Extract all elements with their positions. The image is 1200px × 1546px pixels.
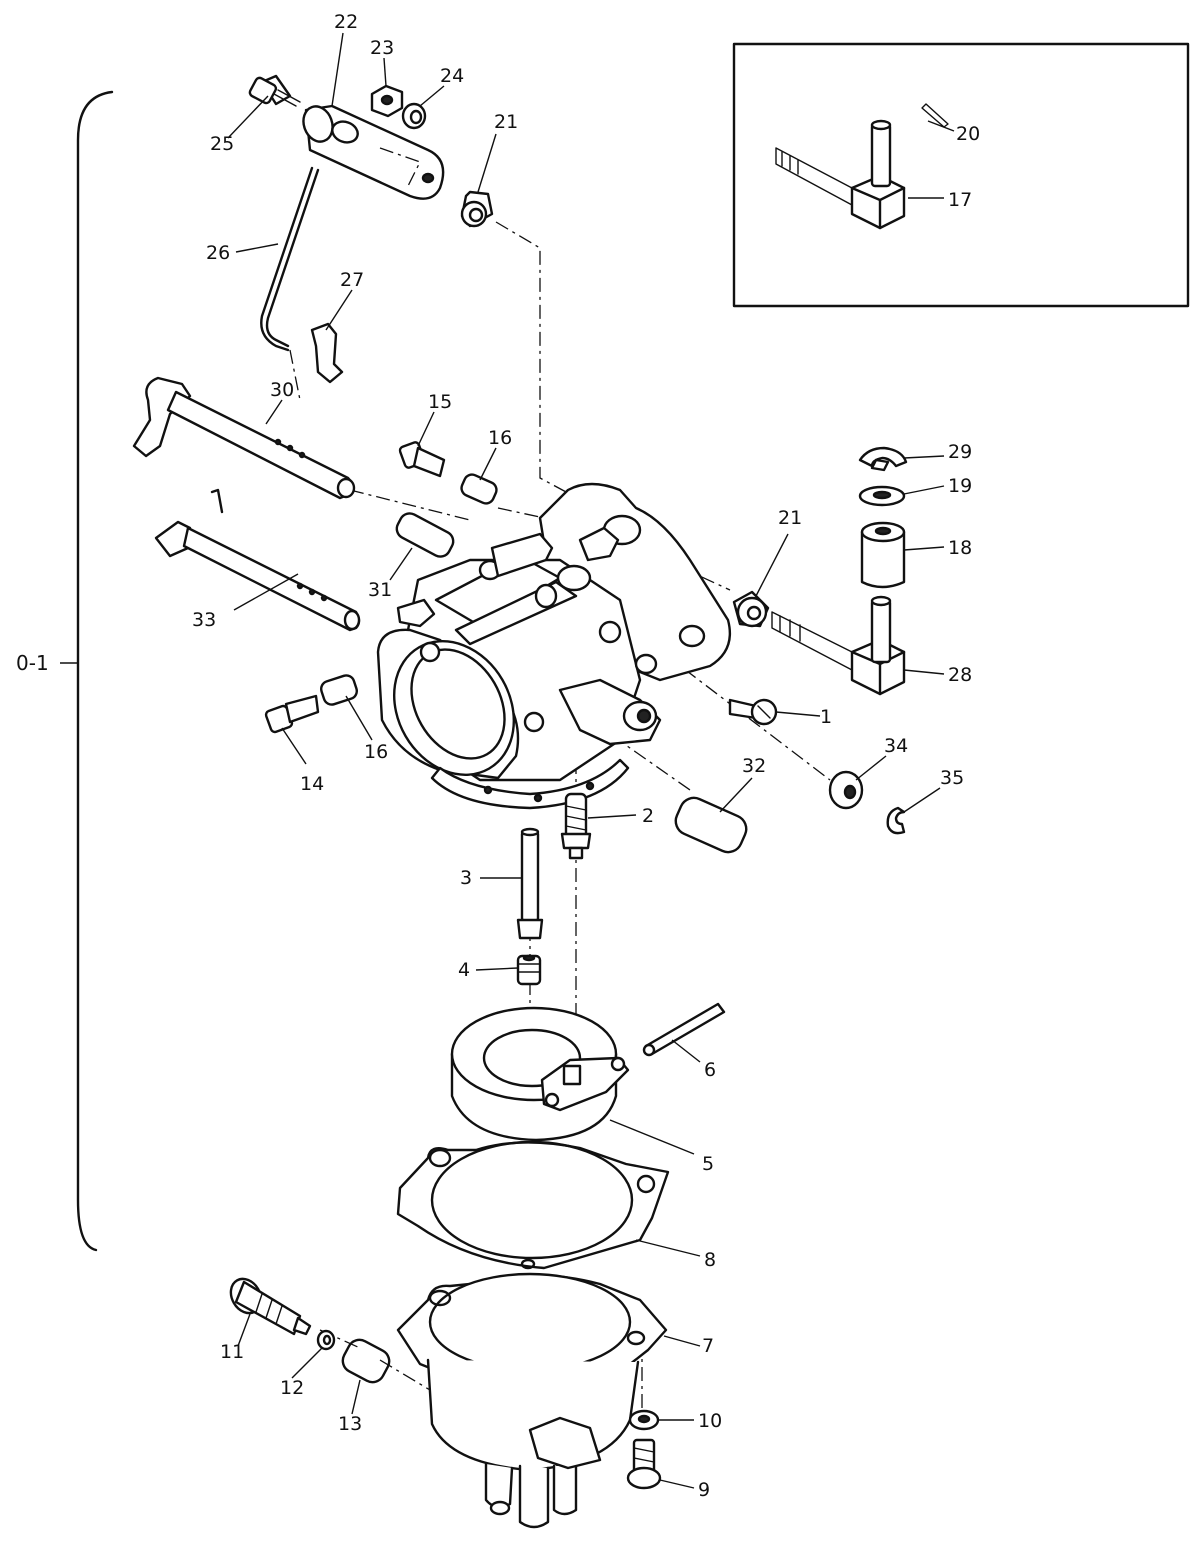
part-21-bushing-top <box>460 190 494 228</box>
part-29-e-clip <box>858 446 908 472</box>
part-9-screw <box>626 1438 662 1490</box>
part-22-lever-arm <box>302 104 445 200</box>
part-4-main-jet <box>516 954 542 986</box>
leader-lines <box>227 32 945 1489</box>
callout-9: 9 <box>698 1479 710 1501</box>
part-18-spacer <box>860 521 906 589</box>
callout-4: 4 <box>458 959 470 981</box>
callout-26: 26 <box>206 242 230 264</box>
assembly-bracket: 0-1 <box>16 90 114 1252</box>
callout-7: 7 <box>702 1335 714 1357</box>
carburetor-body <box>376 482 732 810</box>
part-23-nut <box>370 84 404 118</box>
callout-6: 6 <box>704 1059 716 1081</box>
part-24-washer <box>401 102 427 130</box>
callout-24: 24 <box>440 65 464 87</box>
callout-32: 32 <box>742 755 766 777</box>
callout-16-lower: 16 <box>364 741 388 763</box>
callout-2: 2 <box>642 805 654 827</box>
callout-8: 8 <box>704 1249 716 1271</box>
callout-27: 27 <box>340 269 364 291</box>
callout-18: 18 <box>948 537 972 559</box>
part-17-throttle-lever <box>775 119 906 230</box>
part-27-clip <box>310 322 344 384</box>
part-1-screw <box>728 698 778 726</box>
callout-14: 14 <box>300 773 324 795</box>
part-20-cotter-pin <box>921 103 949 128</box>
part-25-screw <box>248 74 301 107</box>
callout-33: 33 <box>192 609 216 631</box>
part-21-bushing-right <box>732 590 770 628</box>
callout-29: 29 <box>948 441 972 463</box>
callout-16-upper: 16 <box>488 427 512 449</box>
part-7-float-bowl <box>396 1272 668 1529</box>
callout-1: 1 <box>820 706 832 728</box>
callout-22: 22 <box>334 11 358 33</box>
callout-17: 17 <box>948 189 972 211</box>
callout-10: 10 <box>698 1410 722 1432</box>
callout-30: 30 <box>270 379 294 401</box>
callout-34: 34 <box>884 735 908 757</box>
callout-labels: 1 2 3 4 5 6 7 8 9 10 11 12 13 14 15 16 1… <box>192 11 980 1501</box>
callout-15: 15 <box>428 391 452 413</box>
part-19-washer <box>858 485 906 507</box>
part-15-screw <box>398 441 446 478</box>
assembly-label: 0-1 <box>16 651 49 675</box>
part-5-float <box>450 1006 630 1142</box>
part-2-jet <box>560 792 592 860</box>
part-14-screw <box>264 694 320 734</box>
callout-3: 3 <box>460 867 472 889</box>
callout-5: 5 <box>702 1153 714 1175</box>
part-11-drain-screw <box>229 1277 312 1336</box>
part-3-nozzle <box>516 827 544 940</box>
part-13-spring <box>341 1338 391 1384</box>
part-12-o-ring <box>316 1329 336 1351</box>
callout-21-right: 21 <box>778 507 802 529</box>
part-30-throttle-shaft <box>132 376 356 500</box>
part-35-e-clip <box>886 806 906 835</box>
inset-box <box>732 42 1190 308</box>
part-34-washer <box>828 770 864 810</box>
part-16-spring-upper <box>460 473 498 505</box>
callout-21-top: 21 <box>494 111 518 133</box>
part-31-spring <box>395 512 455 558</box>
part-26-link-rod <box>260 166 320 352</box>
part-16-spring-lower <box>320 674 358 706</box>
callout-20: 20 <box>956 123 980 145</box>
callout-25: 25 <box>210 133 234 155</box>
callout-23: 23 <box>370 37 394 59</box>
callout-31: 31 <box>368 579 392 601</box>
callout-13: 13 <box>338 1413 362 1435</box>
callout-35: 35 <box>940 767 964 789</box>
part-8-gasket <box>396 1140 670 1270</box>
callout-11: 11 <box>220 1341 244 1363</box>
part-28-throttle-lever <box>771 595 906 696</box>
callout-28: 28 <box>948 664 972 686</box>
callout-12: 12 <box>280 1377 304 1399</box>
part-6-float-pin <box>642 1002 726 1057</box>
part-33-choke-shaft <box>154 488 361 632</box>
part-32-spring <box>674 796 748 854</box>
callout-19: 19 <box>948 475 972 497</box>
part-10-washer <box>628 1409 660 1431</box>
